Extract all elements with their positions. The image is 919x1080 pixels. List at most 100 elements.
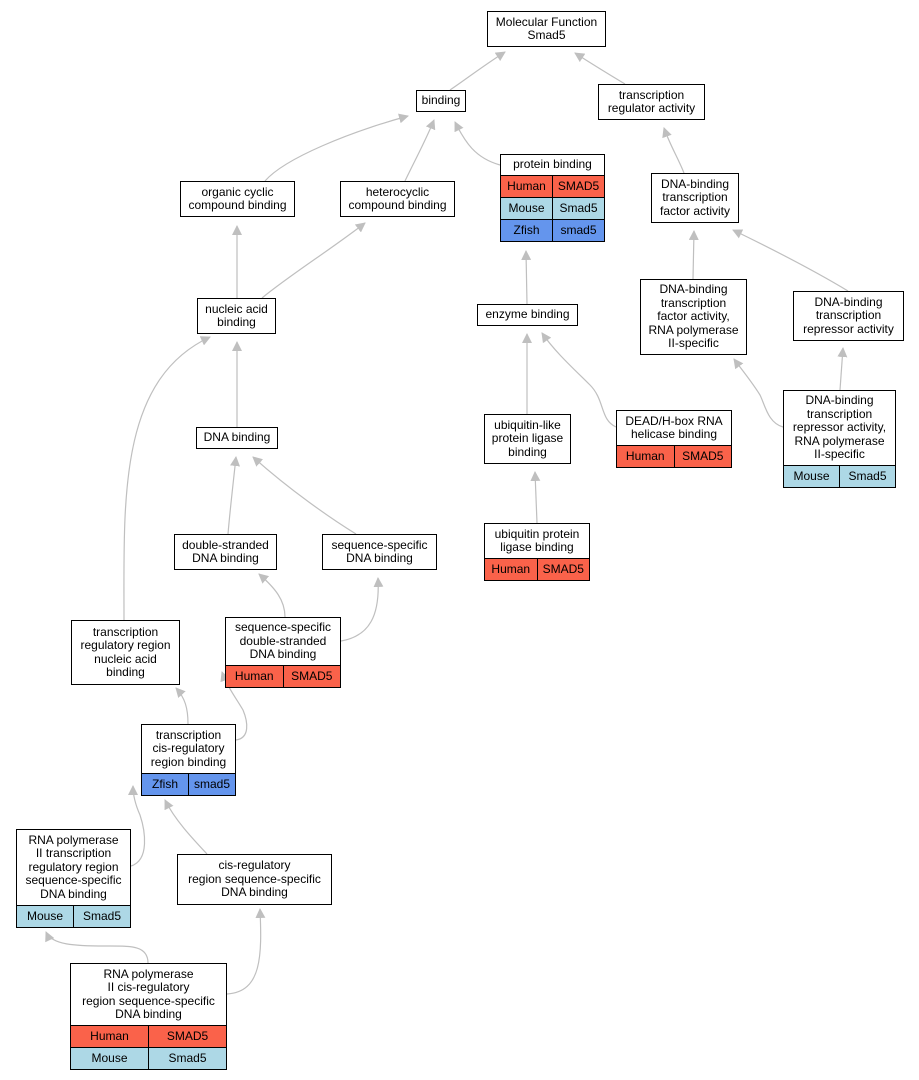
edge-crrss-to-tcrrb: [164, 799, 208, 855]
node-label-line: cis-regulatory: [218, 858, 291, 873]
node-label-line: factor activity: [659, 203, 731, 218]
node-label-line: ligase binding: [500, 540, 574, 554]
node-label-line: cis-regulatory: [152, 741, 225, 756]
gene-cell: SMAD5: [552, 176, 604, 197]
node-label-line: transcription: [662, 190, 728, 205]
node-label-line: Smad5: [527, 28, 566, 42]
node-label-line: protein ligase: [491, 431, 564, 446]
edge-rp2tr-to-tcrrb: [128, 785, 146, 867]
node-label-line: compound binding: [188, 198, 287, 212]
node-label-line: repressor activity,: [792, 420, 887, 435]
node-label-line: compound binding: [348, 198, 447, 212]
gene-cell: SMAD5: [282, 666, 340, 687]
node-label-line: factor activity,: [657, 309, 730, 324]
edge-rp2cr-to-crrss: [226, 908, 266, 995]
node-label: binding: [417, 91, 465, 111]
node-label-line: RNA polymerase: [794, 433, 885, 448]
node-dnab[interactable]: DNA binding: [196, 427, 278, 449]
node-label-line: Molecular Function: [495, 14, 598, 29]
node-binding[interactable]: binding: [416, 90, 466, 112]
node-label-line: DNA binding: [346, 551, 413, 565]
edge-ssdsdb-to-ssdb: [340, 577, 384, 642]
node-label-line: DNA binding: [249, 647, 317, 662]
edge-binding-to-mf: [449, 51, 506, 91]
species-cell: Human: [485, 559, 537, 580]
gene-cell: SMAD5: [673, 446, 731, 467]
node-label: protein binding: [501, 155, 604, 175]
edge-dbtra2-to-dbtra: [837, 347, 848, 391]
node-label-line: protein binding: [513, 157, 592, 172]
node-label: enzyme binding: [478, 305, 577, 325]
species-cell: Mouse: [501, 198, 552, 219]
node-label-line: DEAD/H-box RNA: [625, 413, 723, 428]
gene-cell: Smad5: [839, 466, 895, 487]
node-label-line: binding: [217, 315, 256, 329]
node-label-line: DNA-binding: [660, 176, 730, 191]
node-label-line: II cis-regulatory: [107, 980, 190, 995]
edge-occb-to-binding: [264, 113, 409, 182]
gene-cell: smad5: [552, 220, 604, 241]
gene-cell: smad5: [188, 774, 235, 795]
node-label-line: transcription: [92, 624, 159, 639]
edge-dbtra-to-dbtfa: [732, 229, 849, 292]
node-label-line: DNA binding: [40, 886, 107, 901]
node-enzyme[interactable]: enzyme binding: [477, 304, 578, 326]
node-label-line: transcription: [155, 727, 222, 742]
edge-dead-to-enzyme: [541, 332, 617, 428]
node-label-line: nucleic acid: [205, 301, 268, 316]
node-label-line: ubiquitin protein: [494, 526, 580, 541]
node-label-line: ubiquitin-like: [494, 417, 561, 432]
node-label-line: RNA polymerase: [648, 322, 739, 337]
gene-cell: SMAD5: [536, 559, 589, 580]
species-cell: Human: [617, 446, 674, 467]
node-label-line: regulator activity: [607, 101, 696, 115]
node-label-line: transcription: [660, 295, 727, 310]
node-label-line: heterocyclic: [365, 184, 430, 199]
species-cell: Human: [226, 666, 283, 687]
edge-nab-to-hcb: [261, 222, 366, 299]
gene-cell: Smad5: [552, 198, 604, 219]
species-cell: Mouse: [71, 1048, 148, 1069]
node-label-line: sequence-specific: [331, 537, 428, 552]
node-label-line: region sequence-specific: [188, 871, 321, 886]
